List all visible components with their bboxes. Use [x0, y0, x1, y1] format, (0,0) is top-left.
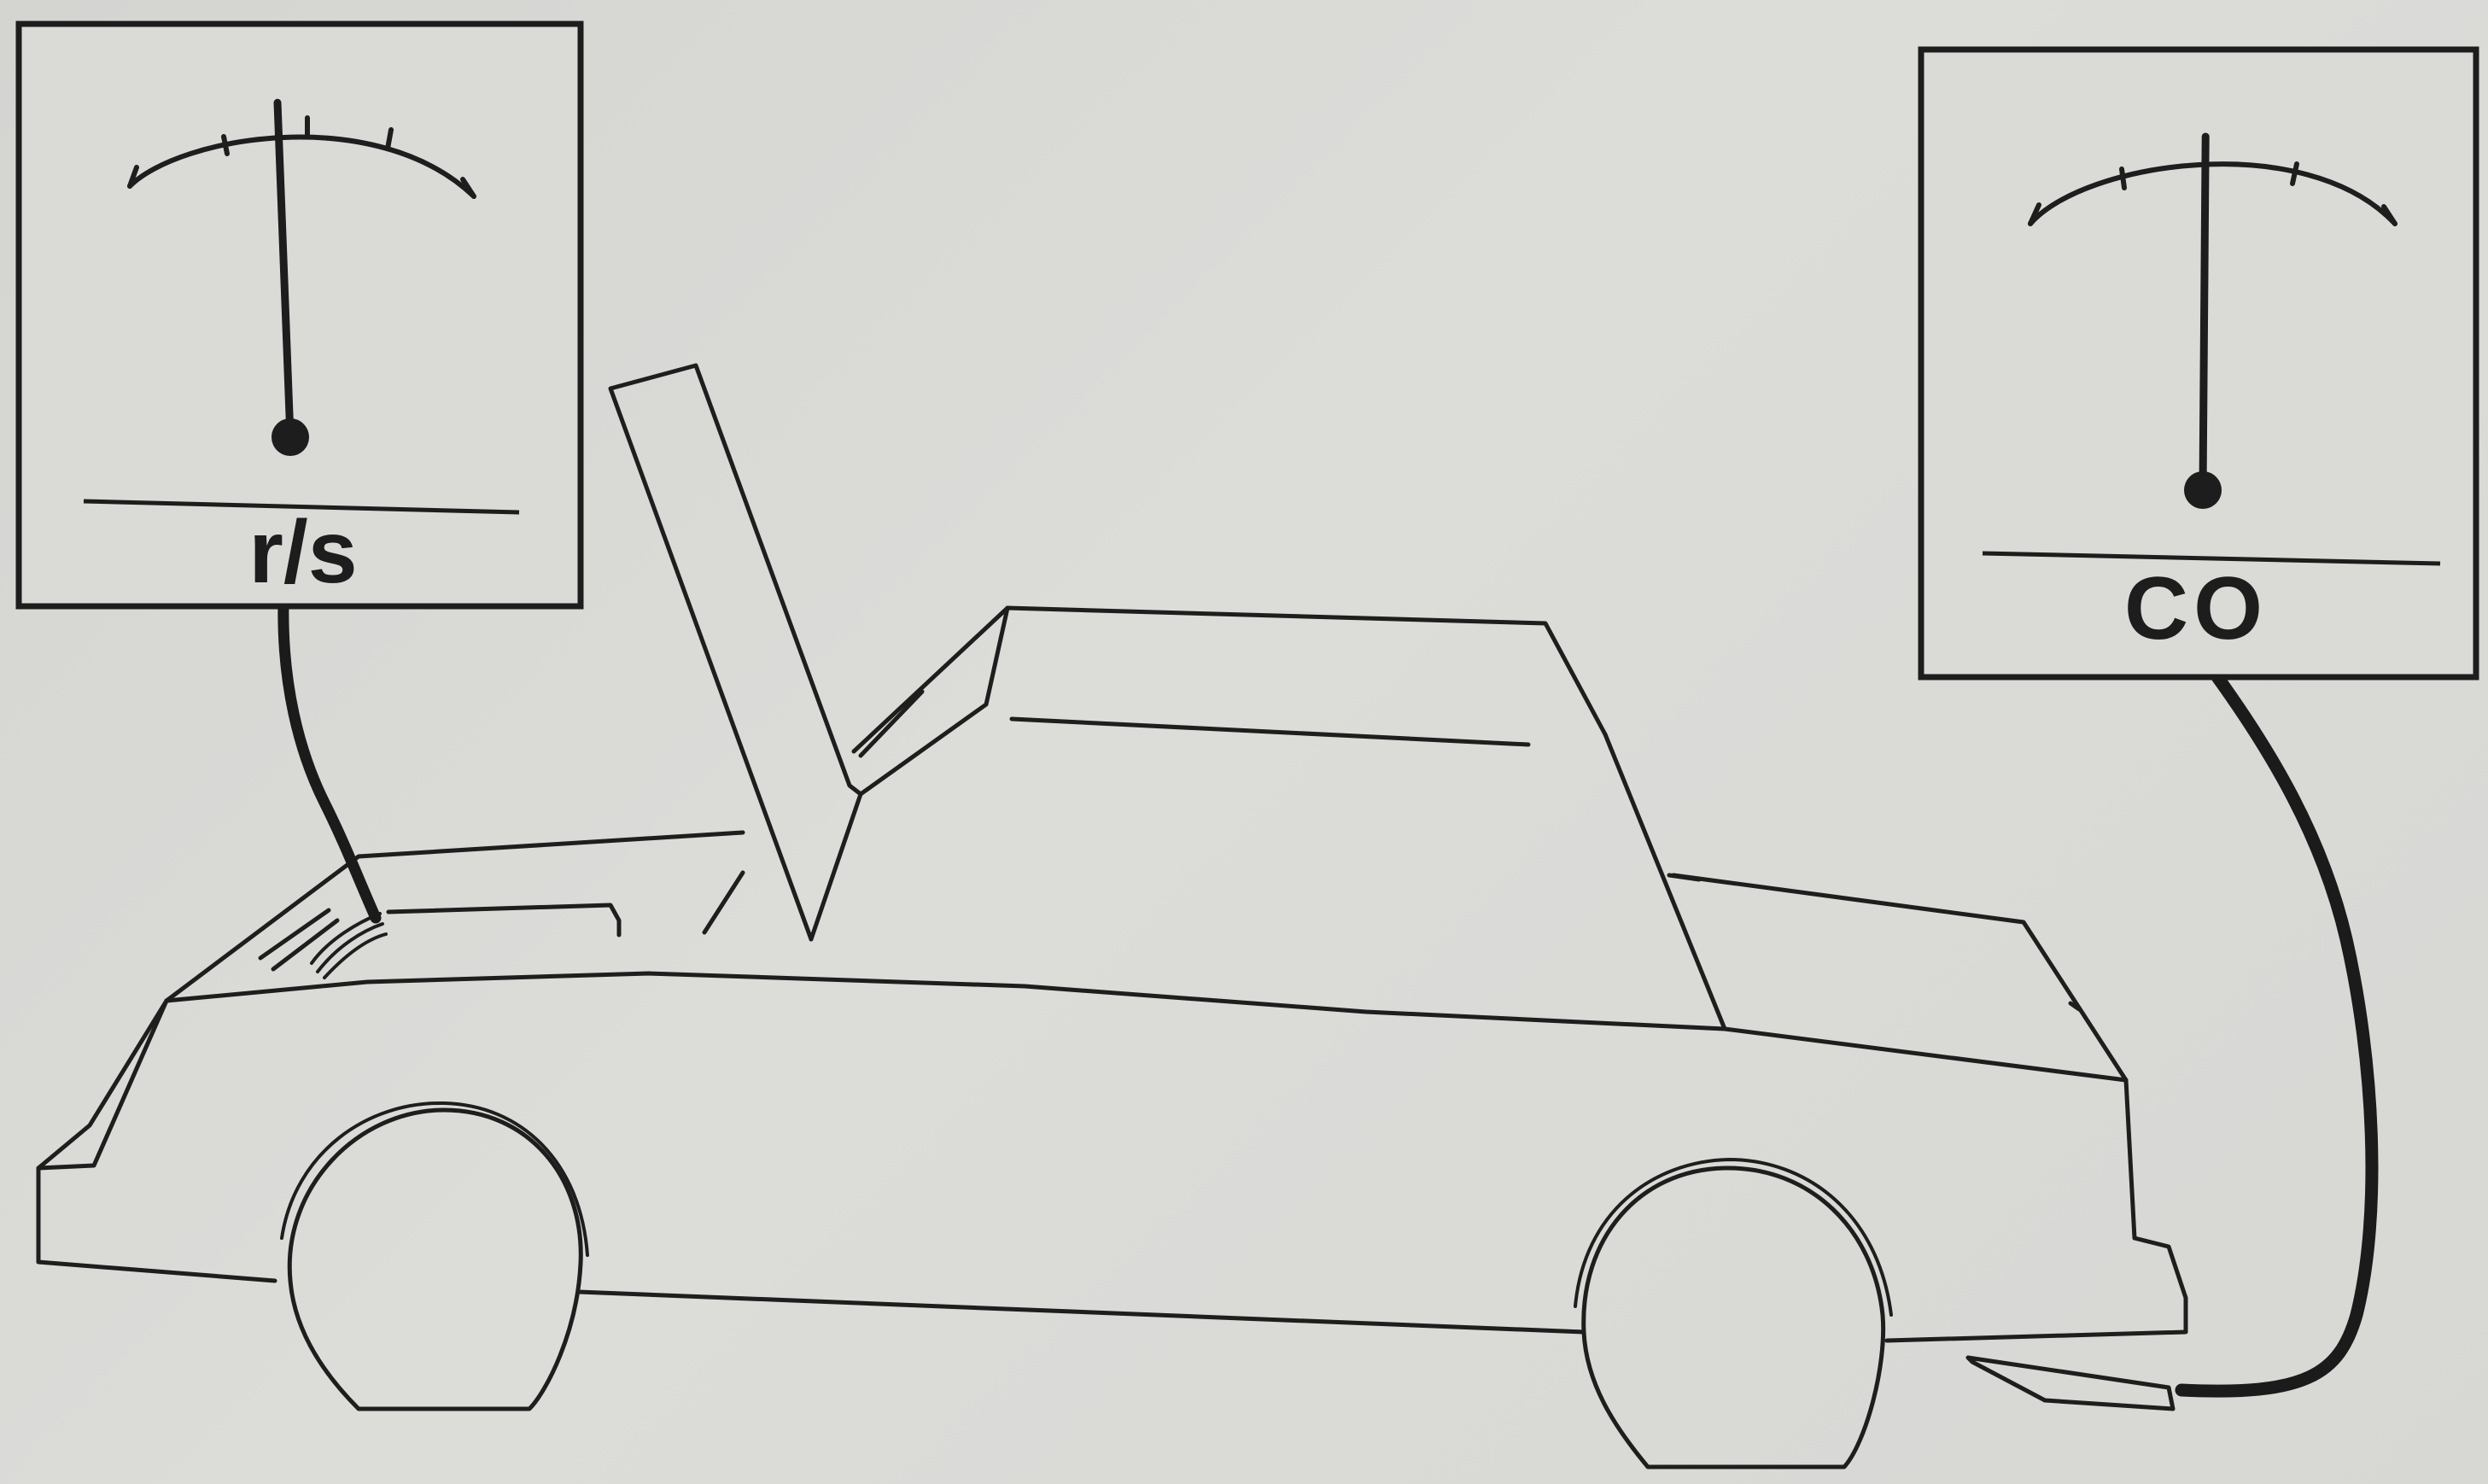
rear-wheel — [1575, 1160, 1891, 1467]
car-body — [38, 1001, 275, 1281]
left-sensor-cable — [283, 602, 376, 918]
exhaust-probe-hose — [2181, 675, 2372, 1391]
co-meter-needle-pivot — [2184, 471, 2222, 509]
rpm-meter-needle-pivot — [272, 418, 309, 456]
rpm-meter: r/s — [19, 24, 581, 606]
car-hood — [610, 365, 861, 939]
exhaust-pipe — [1968, 1358, 2173, 1409]
co-meter-needle — [2203, 137, 2205, 490]
car-roof — [811, 608, 1605, 939]
co-meter-label: CO — [2124, 559, 2268, 658]
front-wheel — [282, 1103, 587, 1409]
rpm-meter-label: r/s — [248, 503, 357, 602]
co-meter: CO — [1921, 50, 2476, 677]
